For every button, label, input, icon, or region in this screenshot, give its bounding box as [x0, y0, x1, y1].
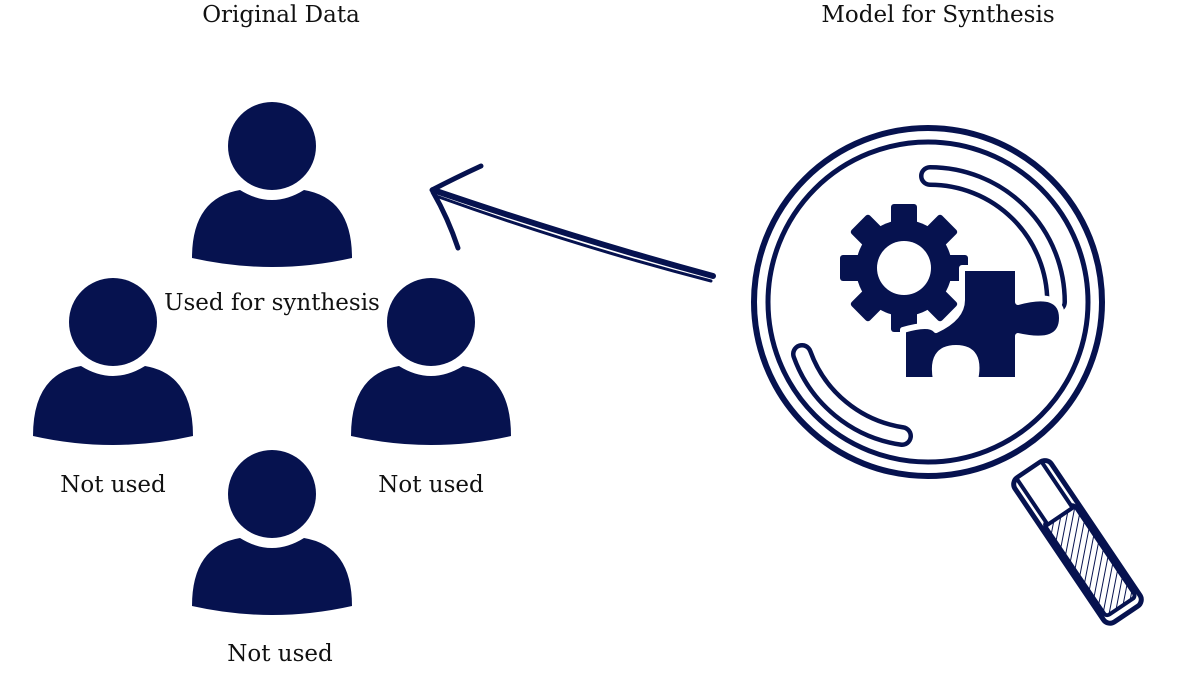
person-icon-left	[33, 278, 193, 445]
puzzle-piece-icon	[900, 265, 1065, 383]
person-icon-top	[192, 102, 352, 267]
magnifying-glass-icon	[751, 125, 1144, 626]
original-data-heading: Original Data	[202, 2, 360, 28]
not-used-label-bottom: Not used	[227, 641, 333, 667]
model-for-synthesis-heading: Model for Synthesis	[821, 2, 1055, 28]
person-icon-right	[351, 278, 511, 445]
gear-icon	[840, 204, 968, 332]
not-used-label-left: Not used	[60, 472, 166, 498]
used-for-synthesis-label: Used for synthesis	[164, 290, 380, 316]
not-used-label-right: Not used	[378, 472, 484, 498]
hand-drawn-arrow-icon	[429, 163, 716, 283]
person-icon-bottom	[192, 450, 352, 615]
